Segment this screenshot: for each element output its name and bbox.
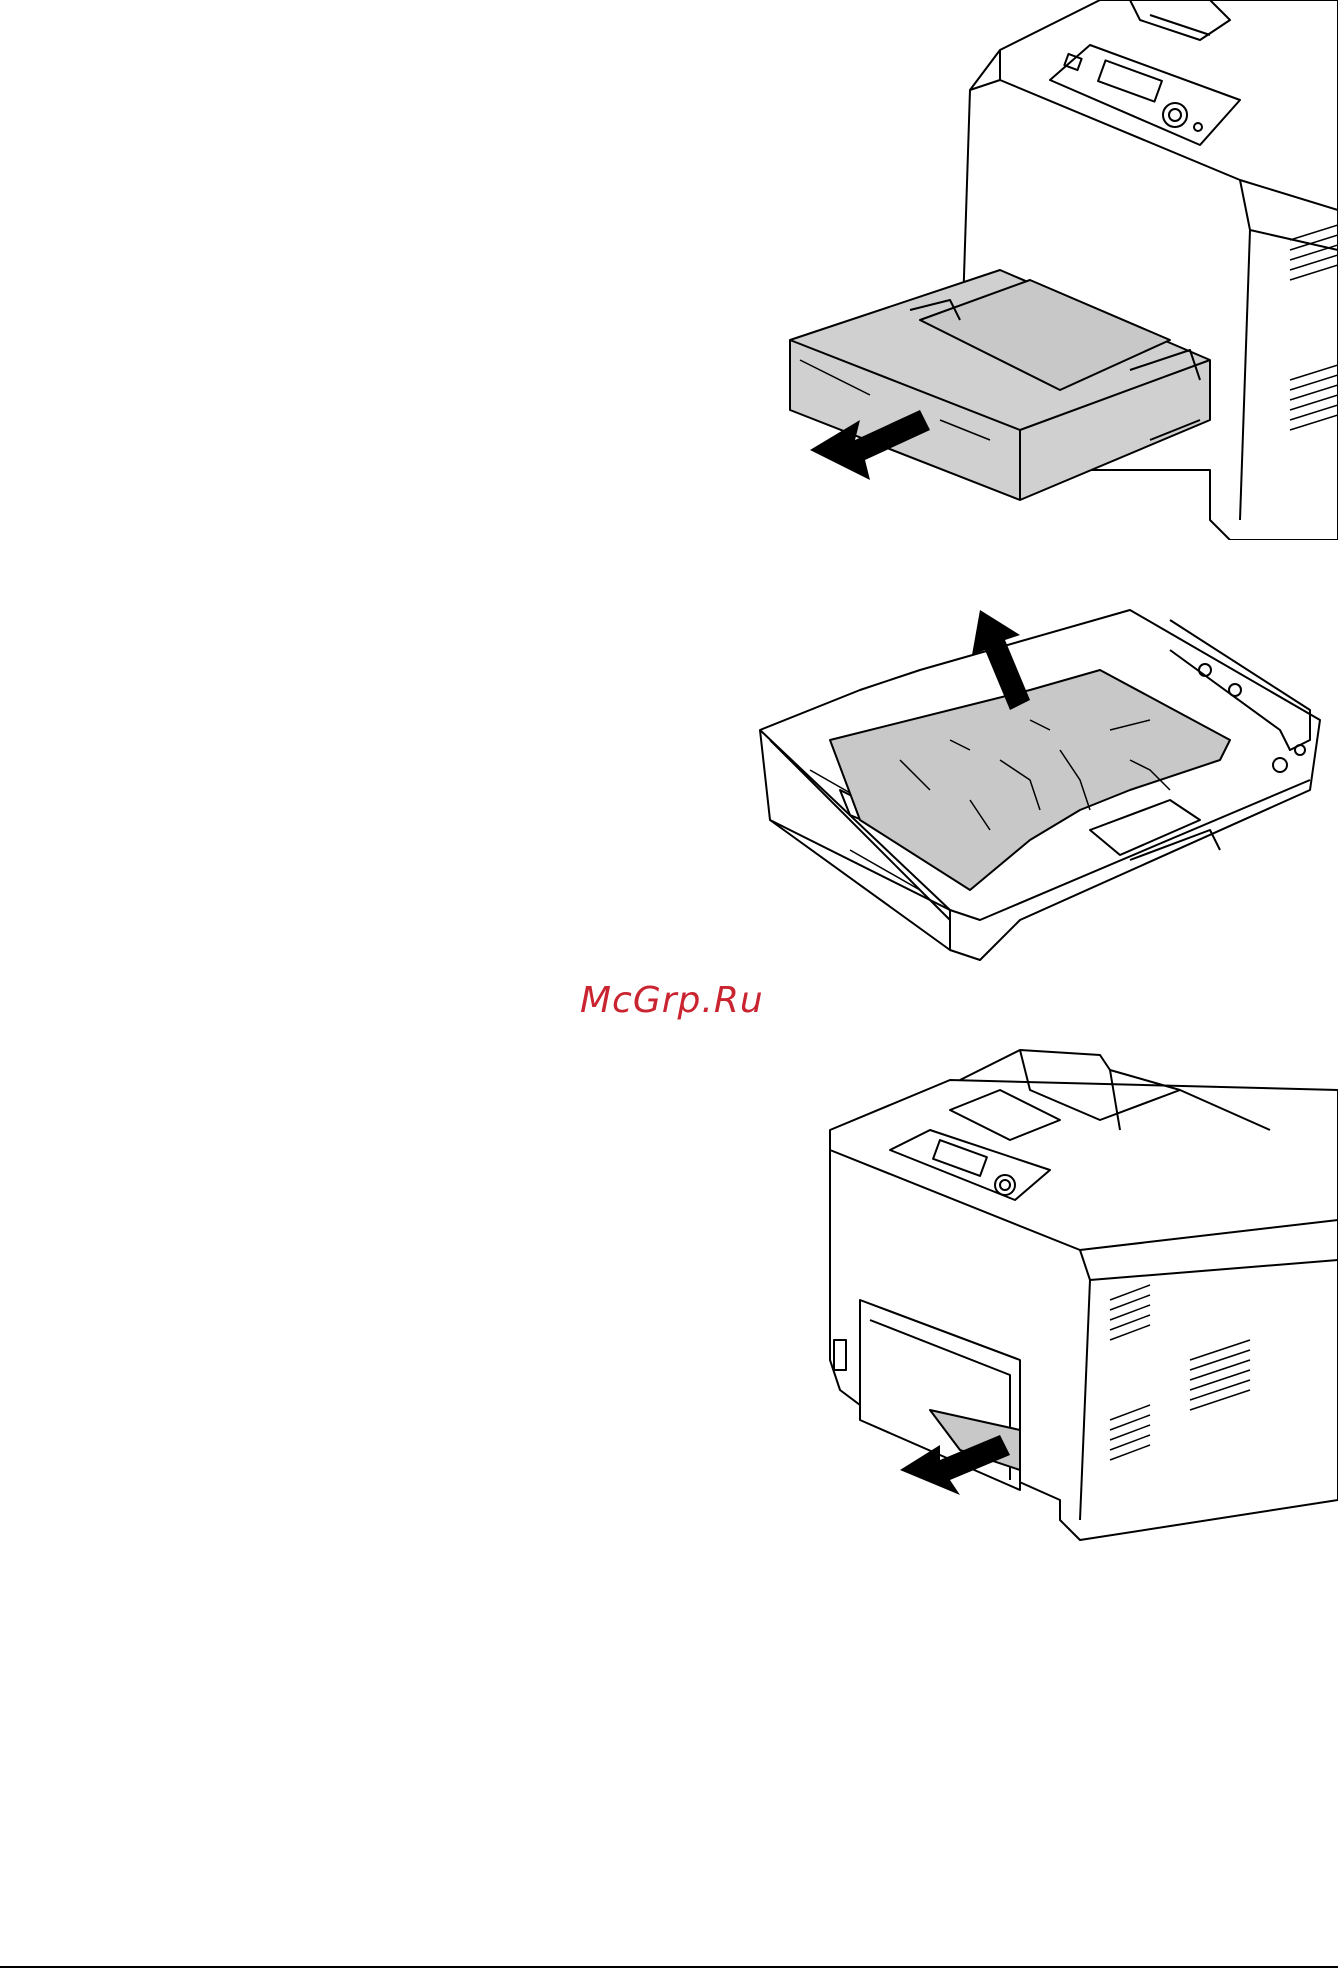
page-bottom-rule <box>0 1966 1338 1968</box>
remove-jammed-paper-illustration <box>750 590 1338 980</box>
printer-slot-paper-removal-illustration <box>820 1030 1338 1570</box>
printer-tray-removal-illustration <box>770 0 1338 540</box>
watermark-text: McGrp.Ru <box>580 980 800 1021</box>
